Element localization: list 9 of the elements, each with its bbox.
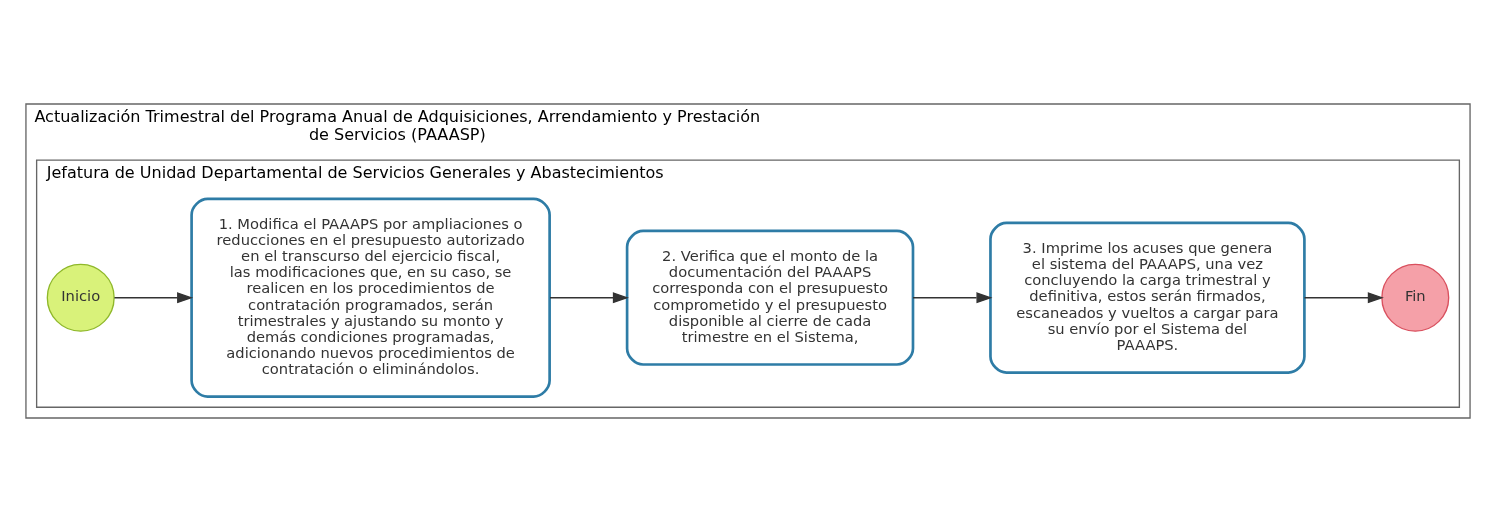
node-box: 3. Imprime los acuses que genera el sistema del PAAAPS, una vez concluyendo la carga trimestral y definitiva, estos serán firmados, escaneados y vueltos a cargar para su envío por el Sistema del PAAAPS.: [989, 221, 1306, 374]
node-box: 1. Modifica el PAAAPS por ampliaciones o reducciones en el presupuesto autorizado en el transcurso del ejercicio fiscal, las modificaciones que, en su caso, se realicen en los procedimientos de contratación programados, serán trimestrales y ajustando su monto y demás condiciones programadas, adicionando nuevos procedimientos de contratación o eliminándolos.: [190, 197, 551, 398]
arrow: [549, 291, 629, 303]
arrow: [1303, 291, 1384, 303]
node-box: 2. Verifica que el monto de la documentación del PAAAPS corresponda con el presupuesto comprometido y el presupuesto disponible al cierre de cada trimestre en el Sistema,: [625, 229, 915, 366]
node-circle: Inicio: [46, 263, 115, 332]
arrow: [113, 291, 194, 303]
node-circle: Fin: [1381, 263, 1450, 332]
arrow: [912, 291, 993, 303]
